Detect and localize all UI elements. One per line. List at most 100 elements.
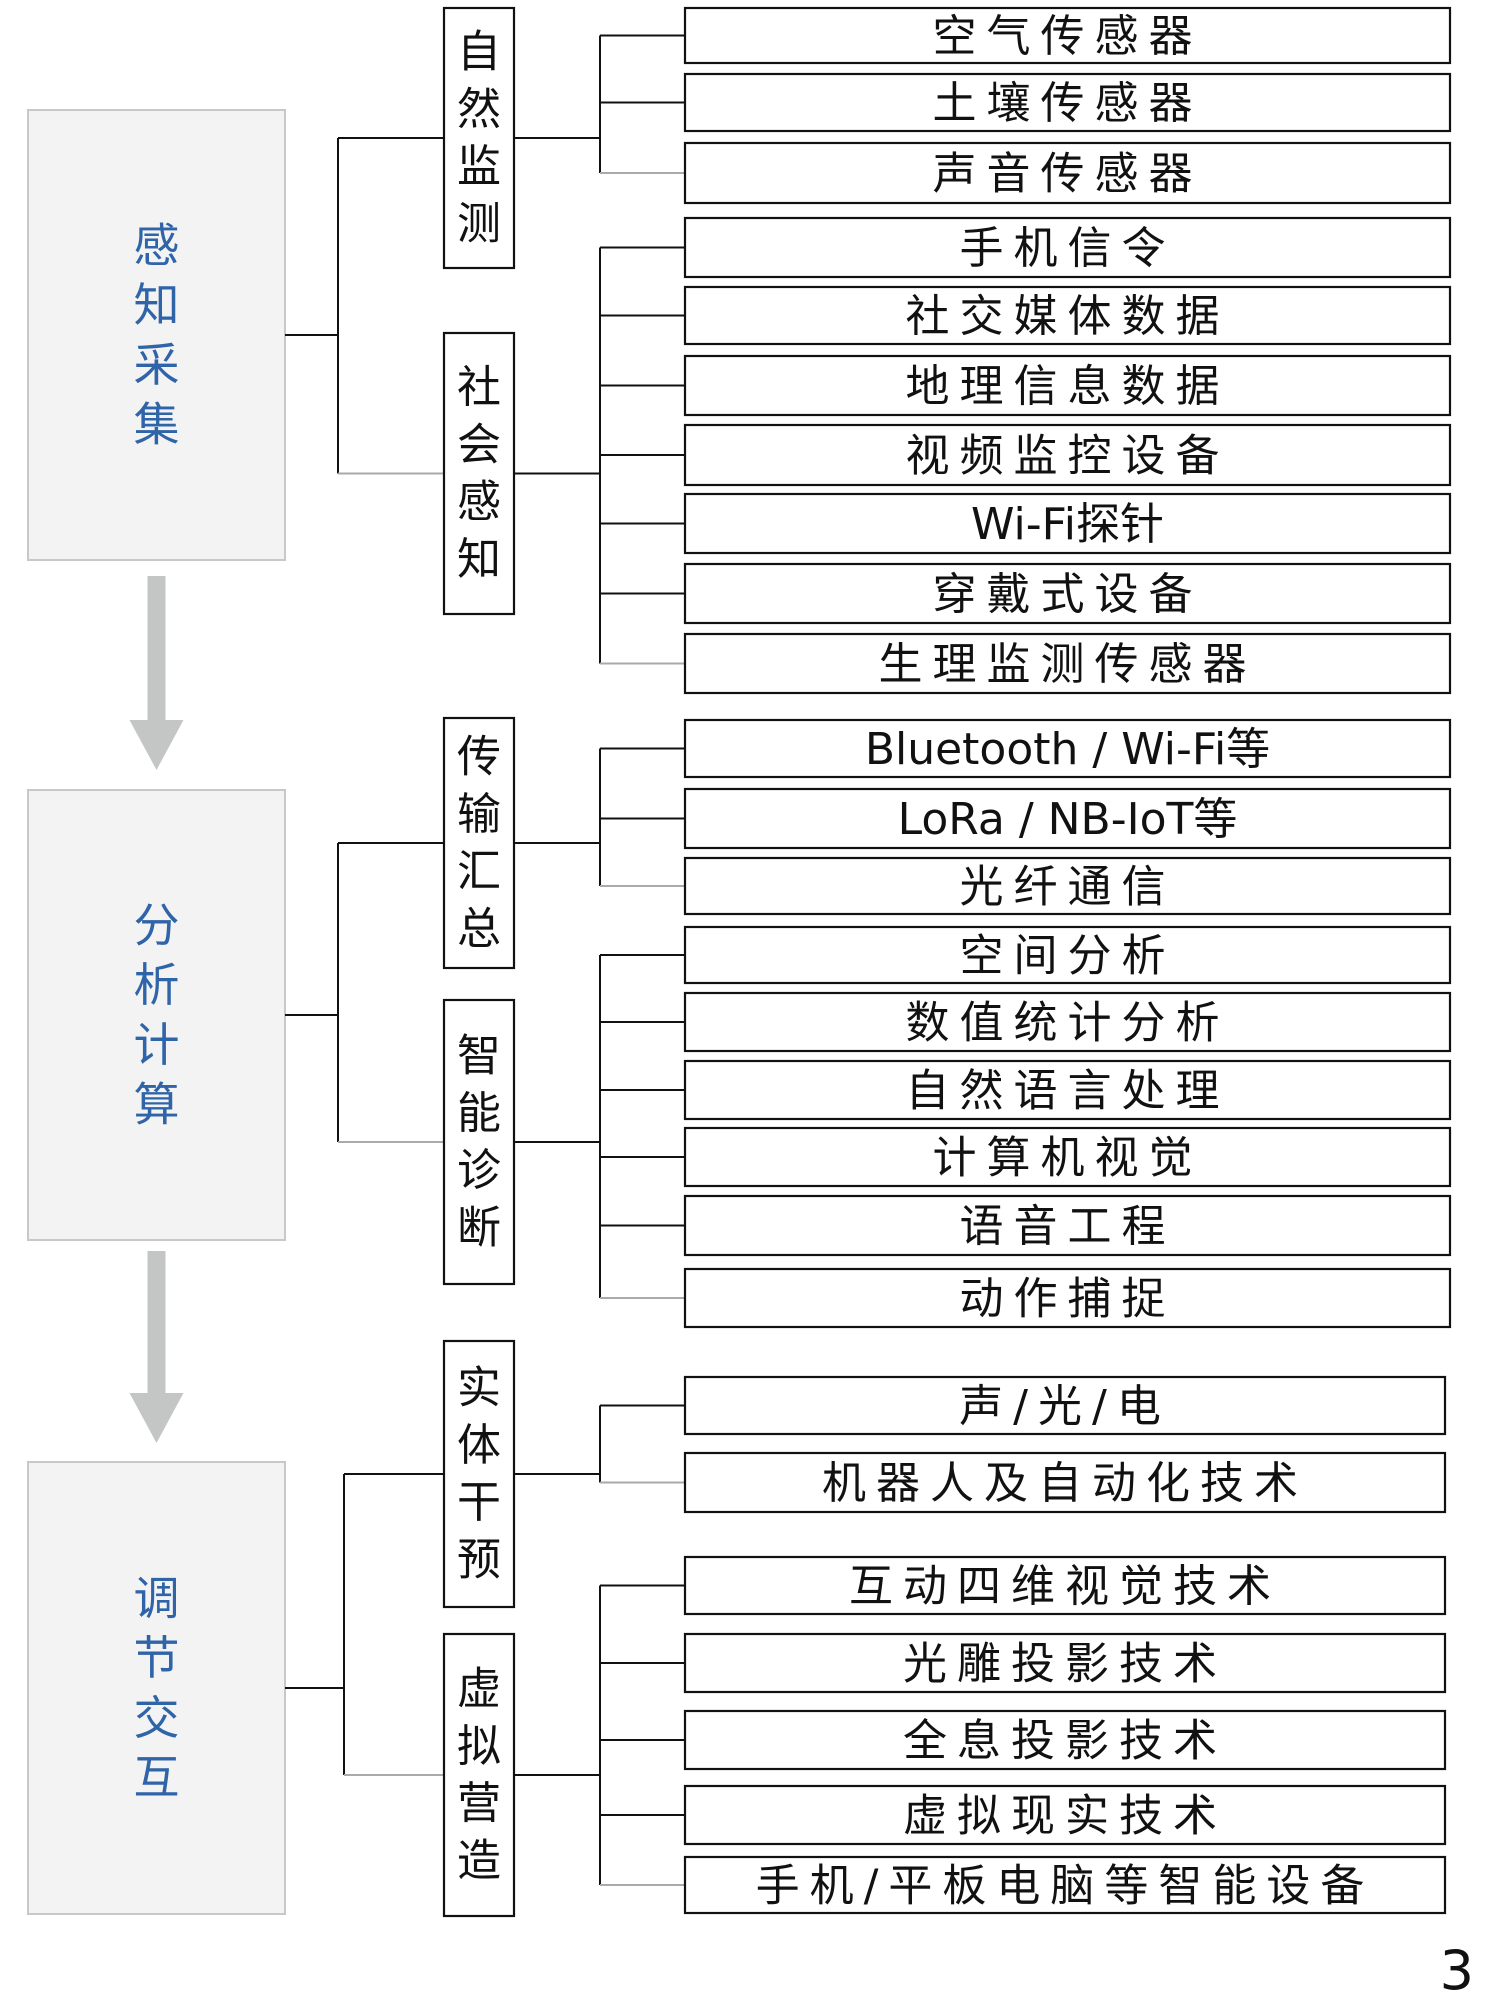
item-label: 计算机视觉 xyxy=(933,1133,1203,1184)
stage-label-char: 分 xyxy=(134,898,180,952)
item-label: 语音工程 xyxy=(960,1201,1176,1252)
item-label: Wi-Fi探针 xyxy=(971,499,1164,550)
flow-arrow-shaft xyxy=(147,1251,166,1395)
flow-arrow-shaft xyxy=(147,576,166,722)
group-label-char: 感 xyxy=(457,477,501,528)
item-label: 穿戴式设备 xyxy=(933,569,1203,620)
group-box xyxy=(442,716,516,970)
group-label-char: 智 xyxy=(457,1031,501,1082)
flow-arrow-head xyxy=(129,720,184,770)
item-box xyxy=(683,1784,1447,1846)
group-label-char: 诊 xyxy=(457,1145,501,1196)
item-box xyxy=(683,1451,1447,1514)
group-label-char: 预 xyxy=(457,1534,501,1585)
item-label: 社交媒体数据 xyxy=(906,291,1230,342)
group-label-char: 社 xyxy=(457,362,501,413)
group-label-char: 测 xyxy=(457,198,501,249)
item-box xyxy=(683,1059,1452,1121)
item-label: 生理监测传感器 xyxy=(879,639,1257,690)
stage-label-char: 节 xyxy=(134,1631,180,1685)
item-label: 空间分析 xyxy=(960,931,1176,982)
item-box xyxy=(683,718,1452,779)
item-box xyxy=(683,492,1452,555)
item-box xyxy=(683,1267,1452,1329)
item-label: 动作捕捉 xyxy=(960,1274,1176,1325)
item-label: 地理信息数据 xyxy=(906,361,1230,412)
item-label: 全息投影技术 xyxy=(903,1716,1227,1767)
stage-box xyxy=(27,109,286,561)
item-box xyxy=(683,856,1452,916)
item-box xyxy=(683,1194,1452,1257)
group-label-char: 输 xyxy=(457,789,501,840)
item-label: 机器人及自动化技术 xyxy=(822,1458,1308,1509)
group-box xyxy=(442,6,516,270)
stage-label-char: 知 xyxy=(134,278,180,332)
item-label: 土壤传感器 xyxy=(933,78,1203,129)
item-box xyxy=(683,354,1452,417)
group-label-char: 体 xyxy=(457,1420,501,1471)
stage-label-char: 析 xyxy=(134,958,180,1012)
group-box xyxy=(442,1632,516,1918)
item-box xyxy=(683,423,1452,487)
item-box xyxy=(683,1126,1452,1188)
item-box xyxy=(683,72,1452,133)
item-box xyxy=(683,1555,1447,1616)
item-box xyxy=(683,6,1452,65)
group-label-char: 总 xyxy=(457,903,501,954)
stage-label-char: 感 xyxy=(134,218,180,272)
group-label-char: 然 xyxy=(457,84,501,135)
item-label: 光雕投影技术 xyxy=(903,1639,1227,1690)
group-label-char: 自 xyxy=(457,27,501,78)
group-label-char: 传 xyxy=(457,732,501,783)
group-label-char: 会 xyxy=(457,419,501,470)
item-box xyxy=(683,632,1452,695)
group-label-char: 能 xyxy=(457,1088,501,1139)
item-box xyxy=(683,787,1452,850)
item-label: 虚拟现实技术 xyxy=(903,1791,1227,1842)
item-label: 空气传感器 xyxy=(933,11,1203,62)
stage-label-char: 调 xyxy=(134,1571,180,1625)
item-box xyxy=(683,285,1452,346)
group-box xyxy=(442,1339,516,1609)
group-box xyxy=(442,331,516,616)
group-label-char: 知 xyxy=(457,534,501,585)
item-box xyxy=(683,216,1452,279)
stage-box xyxy=(27,1461,286,1915)
stage-label-char: 互 xyxy=(134,1751,180,1805)
item-label: 视频监控设备 xyxy=(906,431,1230,482)
stage-label-char: 算 xyxy=(134,1078,180,1132)
group-label-char: 拟 xyxy=(457,1721,501,1772)
item-box xyxy=(683,991,1452,1053)
stage-label-char: 集 xyxy=(134,398,180,452)
item-label: 手机信令 xyxy=(960,223,1176,274)
item-box xyxy=(683,141,1452,205)
stage-label-char: 交 xyxy=(134,1691,180,1745)
item-box xyxy=(683,1709,1447,1771)
group-label-char: 断 xyxy=(457,1202,501,1253)
item-label: 手机/平板电脑等智能设备 xyxy=(756,1861,1375,1912)
item-label: 互动四维视觉技术 xyxy=(849,1561,1281,1612)
group-label-char: 虚 xyxy=(457,1664,501,1715)
group-label-char: 实 xyxy=(457,1363,501,1414)
item-box xyxy=(683,562,1452,625)
group-label-char: 营 xyxy=(457,1778,501,1829)
item-label: LoRa / NB-IoT等 xyxy=(898,794,1238,845)
page-number: 3 xyxy=(1439,1939,1474,2002)
group-label-char: 造 xyxy=(457,1835,501,1886)
flow-arrow-head xyxy=(129,1393,184,1443)
group-label-char: 汇 xyxy=(457,846,501,897)
item-label: Bluetooth / Wi-Fi等 xyxy=(865,724,1270,775)
item-label: 自然语言处理 xyxy=(906,1066,1230,1117)
item-label: 声/光/电 xyxy=(959,1381,1171,1432)
stage-box xyxy=(27,789,286,1241)
item-label: 数值统计分析 xyxy=(906,998,1230,1049)
